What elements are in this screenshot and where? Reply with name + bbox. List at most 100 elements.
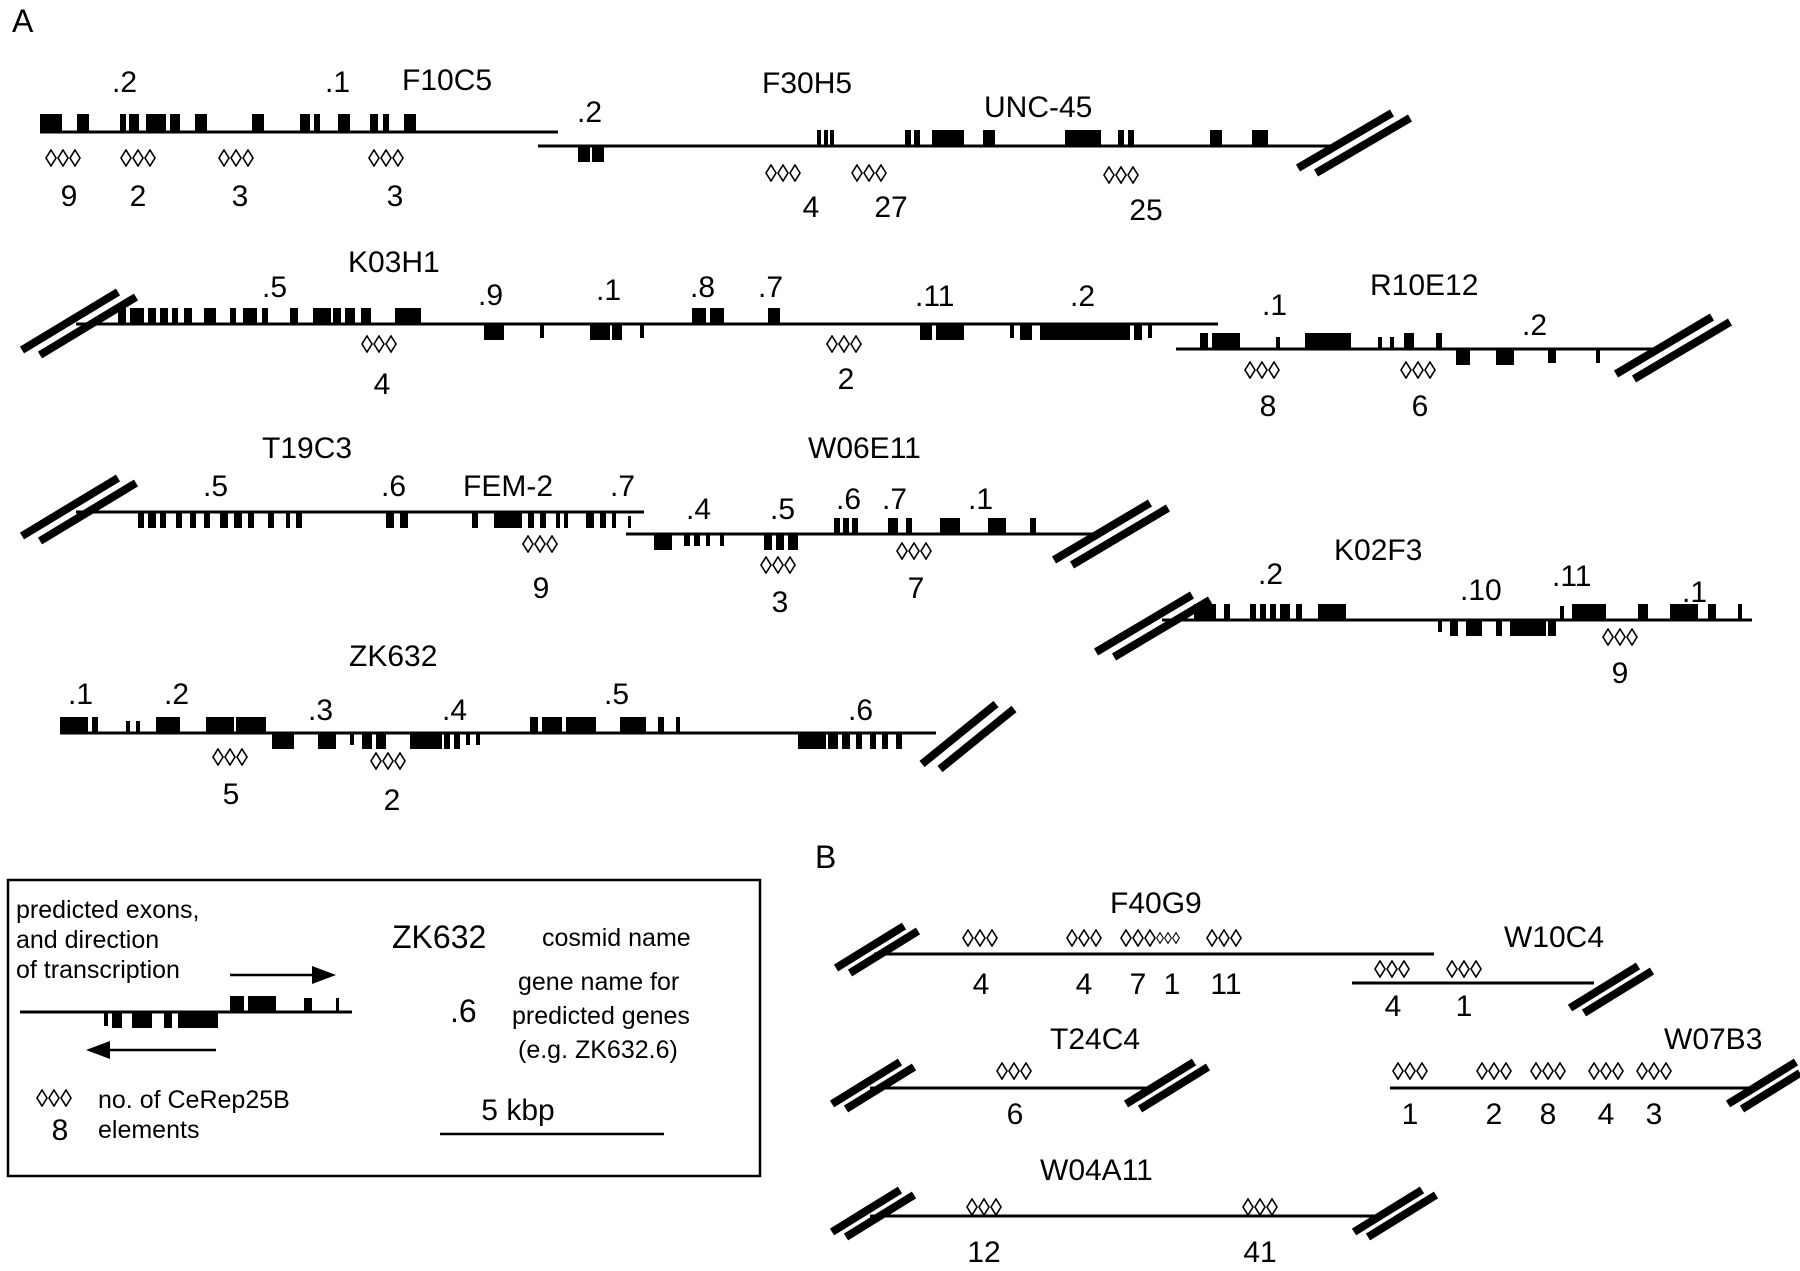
element-count: 7: [908, 572, 925, 605]
element-count: 4: [973, 968, 990, 1001]
element-count: 4: [803, 191, 820, 224]
gene-label: .2: [1258, 558, 1283, 591]
legend-exons-text: of transcription: [16, 956, 180, 984]
element-count: 1: [1456, 990, 1473, 1023]
gene-label: .5: [203, 470, 228, 503]
gene-symbol-unc45: UNC-45: [984, 91, 1092, 124]
element-count: 1: [1164, 968, 1181, 1001]
gene-label: .8: [690, 271, 715, 304]
gene-label: .2: [112, 66, 137, 99]
legend-gene-text: (e.g. ZK632.6): [518, 1036, 678, 1064]
cosmid-f40g9: F40G9 4 4 7 1 11: [833, 887, 1434, 1001]
cosmid-k02f3: K02F3 .2 .10 .11 .1 9: [1093, 534, 1752, 690]
legend-arrow-reverse-icon: [86, 1041, 216, 1059]
element-count: 9: [533, 572, 550, 605]
cosmid-r10e12: R10E12 .1 .2 8 6: [1176, 269, 1733, 423]
element-count: 9: [1612, 657, 1629, 690]
element-count: 4: [374, 368, 391, 401]
gene-label: .5: [770, 493, 795, 526]
element-count: 9: [61, 180, 78, 213]
gene-symbol-fem2: FEM-2: [463, 470, 553, 503]
legend-gene-example: .6: [450, 993, 477, 1029]
gene-label: .11: [915, 280, 954, 313]
cosmid-w04a11: W04A11 12 41: [829, 1154, 1439, 1269]
gene-label: .1: [968, 483, 993, 516]
gene-label: .1: [1682, 576, 1707, 609]
cosmid-name: W06E11: [808, 432, 921, 465]
cosmid-f10c5: F10C5 .2 .1 9 2 3 3: [40, 64, 558, 213]
cosmid-k03h1: K03H1 .5 .9 .1 .8 .7 .11 .2 4 2: [19, 246, 1218, 401]
legend-box: predicted exons, and direction of transc…: [6, 878, 762, 1178]
gene-label: .2: [577, 96, 602, 129]
legend-exons-text: predicted exons,: [16, 896, 199, 924]
element-count: 2: [838, 363, 855, 396]
legend-exon-track: [20, 996, 352, 1028]
cosmid-t24c4: T24C4 6: [829, 1023, 1211, 1131]
element-count: 25: [1129, 194, 1162, 227]
gene-label: .7: [882, 483, 907, 516]
gene-label: .9: [478, 279, 503, 312]
legend-count-example: 8: [52, 1114, 69, 1147]
cosmid-name: W04A11: [1040, 1154, 1153, 1187]
element-count: 8: [1260, 390, 1277, 423]
cosmid-name: R10E12: [1370, 269, 1478, 302]
gene-label: .3: [308, 694, 333, 727]
cosmid-name: W10C4: [1504, 921, 1604, 954]
gene-label: .1: [596, 274, 621, 307]
gene-label: .6: [848, 694, 873, 727]
gene-label: .1: [1262, 289, 1287, 322]
cosmid-name: ZK632: [349, 640, 437, 673]
gene-label: .6: [381, 470, 406, 503]
element-count: 27: [874, 191, 907, 224]
cosmid-name: T24C4: [1050, 1023, 1140, 1056]
element-count: 4: [1385, 990, 1402, 1023]
gene-label: .5: [262, 271, 287, 304]
legend-diamond-icon: [36, 1089, 72, 1107]
cosmid-name: F30H5: [762, 67, 852, 100]
gene-label: .7: [758, 271, 783, 304]
gene-label: .10: [1460, 574, 1502, 607]
gene-label: .4: [442, 694, 467, 727]
element-count: 4: [1598, 1098, 1615, 1131]
legend-cosmid-desc: cosmid name: [542, 924, 691, 952]
cosmid-name: T19C3: [262, 432, 352, 465]
element-count: 6: [1007, 1098, 1024, 1131]
cosmid-t19c3: T19C3 .5 .6 FEM-2 .7 9: [19, 432, 644, 605]
cosmid-w07b3: W07B3 1 2 8 4 3: [1390, 1023, 1800, 1131]
element-count: 6: [1412, 390, 1429, 423]
panel-label-a: A: [12, 3, 34, 39]
gene-label: .7: [610, 470, 635, 503]
gene-label: .1: [68, 678, 93, 711]
cosmid-w06e11: W06E11 .4 .5 .6 .7 .1 3 7: [626, 432, 1171, 619]
element-count: 3: [387, 180, 404, 213]
gene-label: .2: [1070, 280, 1095, 313]
element-count: 2: [384, 784, 401, 817]
cosmid-name: K02F3: [1334, 534, 1422, 567]
gene-label: .5: [604, 678, 629, 711]
element-count: 12: [967, 1236, 1000, 1269]
element-count: 8: [1540, 1098, 1557, 1131]
element-count: 7: [1130, 968, 1147, 1001]
cosmid-name: K03H1: [348, 246, 440, 279]
legend-cosmid-example: ZK632: [392, 919, 486, 955]
element-count: 11: [1210, 968, 1241, 1001]
cosmid-f30h5: F30H5 .2 UNC-45 4 27 25: [538, 67, 1413, 227]
gene-label: .2: [164, 678, 189, 711]
legend-gene-text: gene name for: [518, 968, 679, 996]
element-count: 2: [130, 180, 147, 213]
cosmid-name: F40G9: [1110, 887, 1202, 920]
legend-gene-text: predicted genes: [512, 1002, 690, 1030]
cosmid-w10c4: W10C4 4 1: [1352, 921, 1655, 1023]
element-count: 5: [223, 778, 240, 811]
element-count: 3: [1646, 1098, 1663, 1131]
gene-label: .4: [686, 493, 711, 526]
panel-label-b: B: [815, 839, 836, 875]
element-count: 4: [1076, 968, 1093, 1001]
legend-exons-text: and direction: [16, 926, 159, 954]
cosmid-name: F10C5: [402, 64, 492, 97]
element-count: 2: [1486, 1098, 1503, 1131]
element-count: 41: [1243, 1236, 1276, 1269]
element-count: 3: [232, 180, 249, 213]
cosmid-zk632: ZK632 .1 .2 .3 .4 .5 .6 5 2: [60, 640, 1017, 817]
